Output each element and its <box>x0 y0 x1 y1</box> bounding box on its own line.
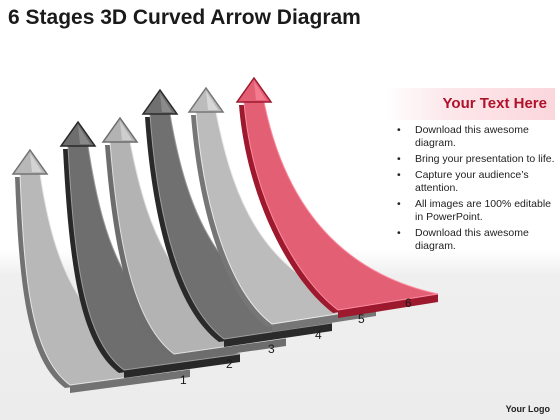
stage-5-label: 5 <box>358 312 365 326</box>
arrow-1-head <box>11 148 49 175</box>
stage-6-label: 6 <box>405 296 412 310</box>
bullet-dot-icon: • <box>397 227 401 239</box>
bullet-text: Download this awesome diagram. <box>415 227 529 252</box>
arrow-5-head-highlight <box>206 91 218 110</box>
arrow-2-head <box>59 120 97 147</box>
stage-1-label: 1 <box>180 373 187 387</box>
text-panel-header: Your Text Here <box>385 88 555 120</box>
arrow-6-head-highlight <box>254 81 266 100</box>
bullet-list: • Download this awesome diagram. • Bring y… <box>385 124 555 253</box>
arrow-2-head-highlight <box>78 125 90 144</box>
page-title: 6 Stages 3D Curved Arrow Diagram <box>8 6 361 29</box>
text-panel: Your Text Here • Download this awesome di… <box>385 88 555 256</box>
bullet-item: • Download this awesome diagram. <box>385 227 555 253</box>
logo-text: Your Logo <box>505 404 550 414</box>
stage-3-label: 3 <box>268 342 275 356</box>
arrow-6-head <box>235 76 273 103</box>
arrow-4-head <box>141 88 179 115</box>
bullet-item: • Download this awesome diagram. <box>385 124 555 150</box>
arrow-4-head-highlight <box>160 93 172 112</box>
bullet-dot-icon: • <box>397 124 401 136</box>
bullet-text: Download this awesome diagram. <box>415 124 529 149</box>
bullet-dot-icon: • <box>397 153 401 165</box>
bullet-dot-icon: • <box>397 169 401 181</box>
bullet-text: Bring your presentation to life. <box>415 153 555 165</box>
bullet-text: Capture your audience’s attention. <box>415 169 529 194</box>
text-panel-heading: Your Text Here <box>442 95 547 112</box>
stage-2-label: 2 <box>226 357 233 371</box>
arrow-5-head <box>187 86 225 113</box>
bullet-text: All images are 100% editable in PowerPoi… <box>415 198 551 223</box>
bullet-item: • Capture your audience’s attention. <box>385 169 555 195</box>
bullet-dot-icon: • <box>397 198 401 210</box>
arrow-1-head-highlight <box>30 153 42 172</box>
stage-4-label: 4 <box>315 328 322 342</box>
arrow-3-head <box>101 116 139 143</box>
arrow-3-head-highlight <box>120 121 132 140</box>
bullet-item: • All images are 100% editable in PowerPo… <box>385 198 555 224</box>
bullet-item: • Bring your presentation to life. <box>385 153 555 166</box>
